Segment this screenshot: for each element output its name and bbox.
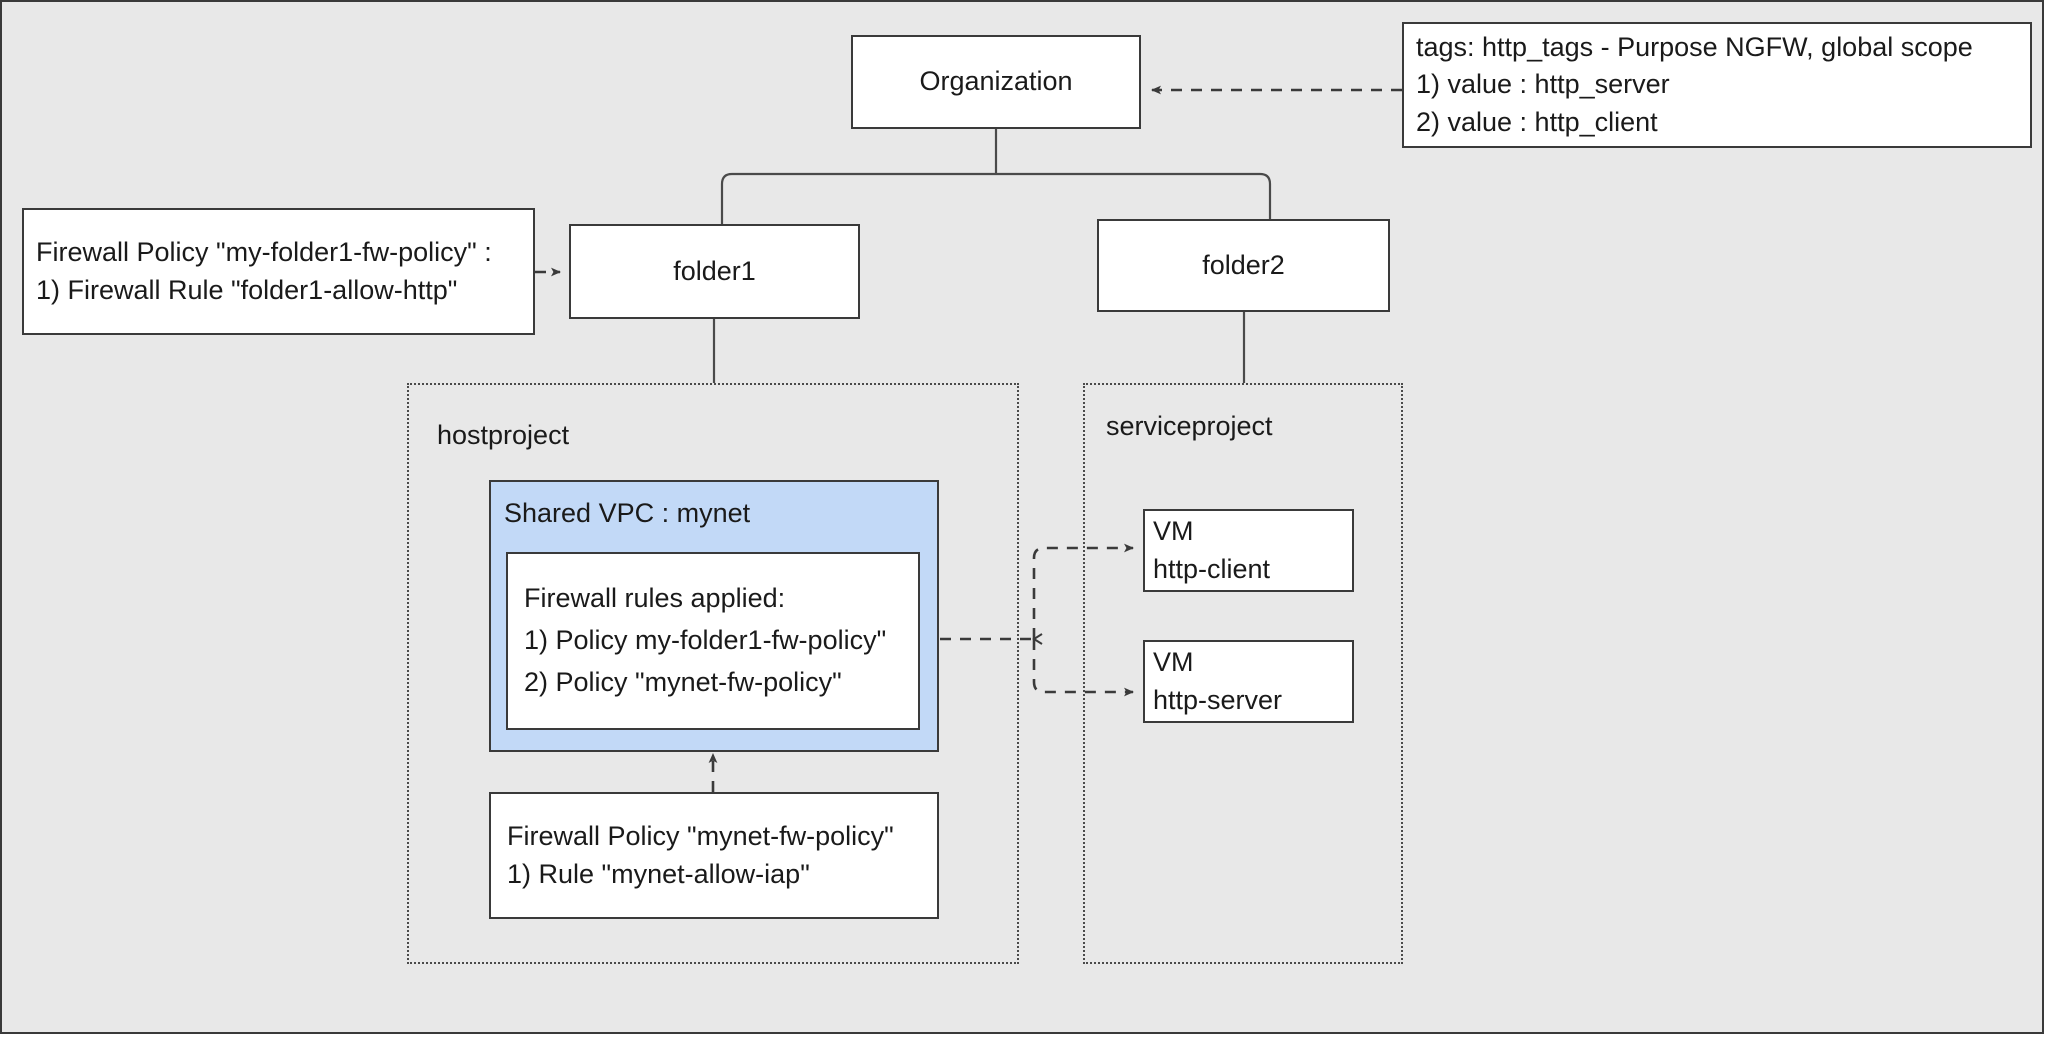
container-serviceproject-label: serviceproject xyxy=(1106,411,1273,441)
note-tags-line2: 1) value : http_server xyxy=(1416,69,1670,100)
note-folder1-policy-line2: 1) Firewall Rule "folder1-allow-http" xyxy=(36,274,458,305)
note-mynet-policy-line1: Firewall Policy "mynet-fw-policy" xyxy=(507,821,894,852)
note-mynet-firewall-policy[interactable]: Firewall Policy "mynet-fw-policy" 1) Rul… xyxy=(489,792,939,919)
node-vm-http-client[interactable]: VM http-client xyxy=(1143,509,1354,592)
container-serviceproject[interactable] xyxy=(1083,383,1403,964)
note-tags-line3: 2) value : http_client xyxy=(1416,106,1658,137)
node-folder1-label: folder1 xyxy=(673,255,756,286)
vm-http-client-line1: VM xyxy=(1153,516,1194,547)
node-folder1[interactable]: folder1 xyxy=(569,224,860,319)
note-folder1-firewall-policy[interactable]: Firewall Policy "my-folder1-fw-policy" :… xyxy=(22,208,535,335)
note-tags-line1: tags: http_tags - Purpose NGFW, global s… xyxy=(1416,32,1973,63)
vm-http-server-line2: http-server xyxy=(1153,684,1283,715)
vm-http-client-line2: http-client xyxy=(1153,553,1271,584)
node-shared-vpc-label: Shared VPC : mynet xyxy=(504,498,751,528)
node-organization[interactable]: Organization xyxy=(851,35,1141,129)
note-tags[interactable]: tags: http_tags - Purpose NGFW, global s… xyxy=(1402,22,2032,148)
node-vm-http-server[interactable]: VM http-server xyxy=(1143,640,1354,723)
node-organization-label: Organization xyxy=(919,66,1073,97)
container-hostproject-label: hostproject xyxy=(437,420,570,450)
node-folder2-label: folder2 xyxy=(1202,249,1285,280)
firewall-rules-line3: 2) Policy "mynet-fw-policy" xyxy=(524,666,842,697)
note-folder1-policy-line1: Firewall Policy "my-folder1-fw-policy" : xyxy=(36,237,492,268)
note-mynet-policy-line2: 1) Rule "mynet-allow-iap" xyxy=(507,858,810,889)
container-hostproject[interactable] xyxy=(407,383,1019,964)
box-firewall-rules-applied[interactable]: Firewall rules applied: 1) Policy my-fol… xyxy=(506,552,920,730)
node-folder2[interactable]: folder2 xyxy=(1097,219,1390,312)
vm-http-server-line1: VM xyxy=(1153,647,1194,678)
firewall-rules-line1: Firewall rules applied: xyxy=(524,583,786,614)
firewall-rules-line2: 1) Policy my-folder1-fw-policy" xyxy=(524,625,887,656)
